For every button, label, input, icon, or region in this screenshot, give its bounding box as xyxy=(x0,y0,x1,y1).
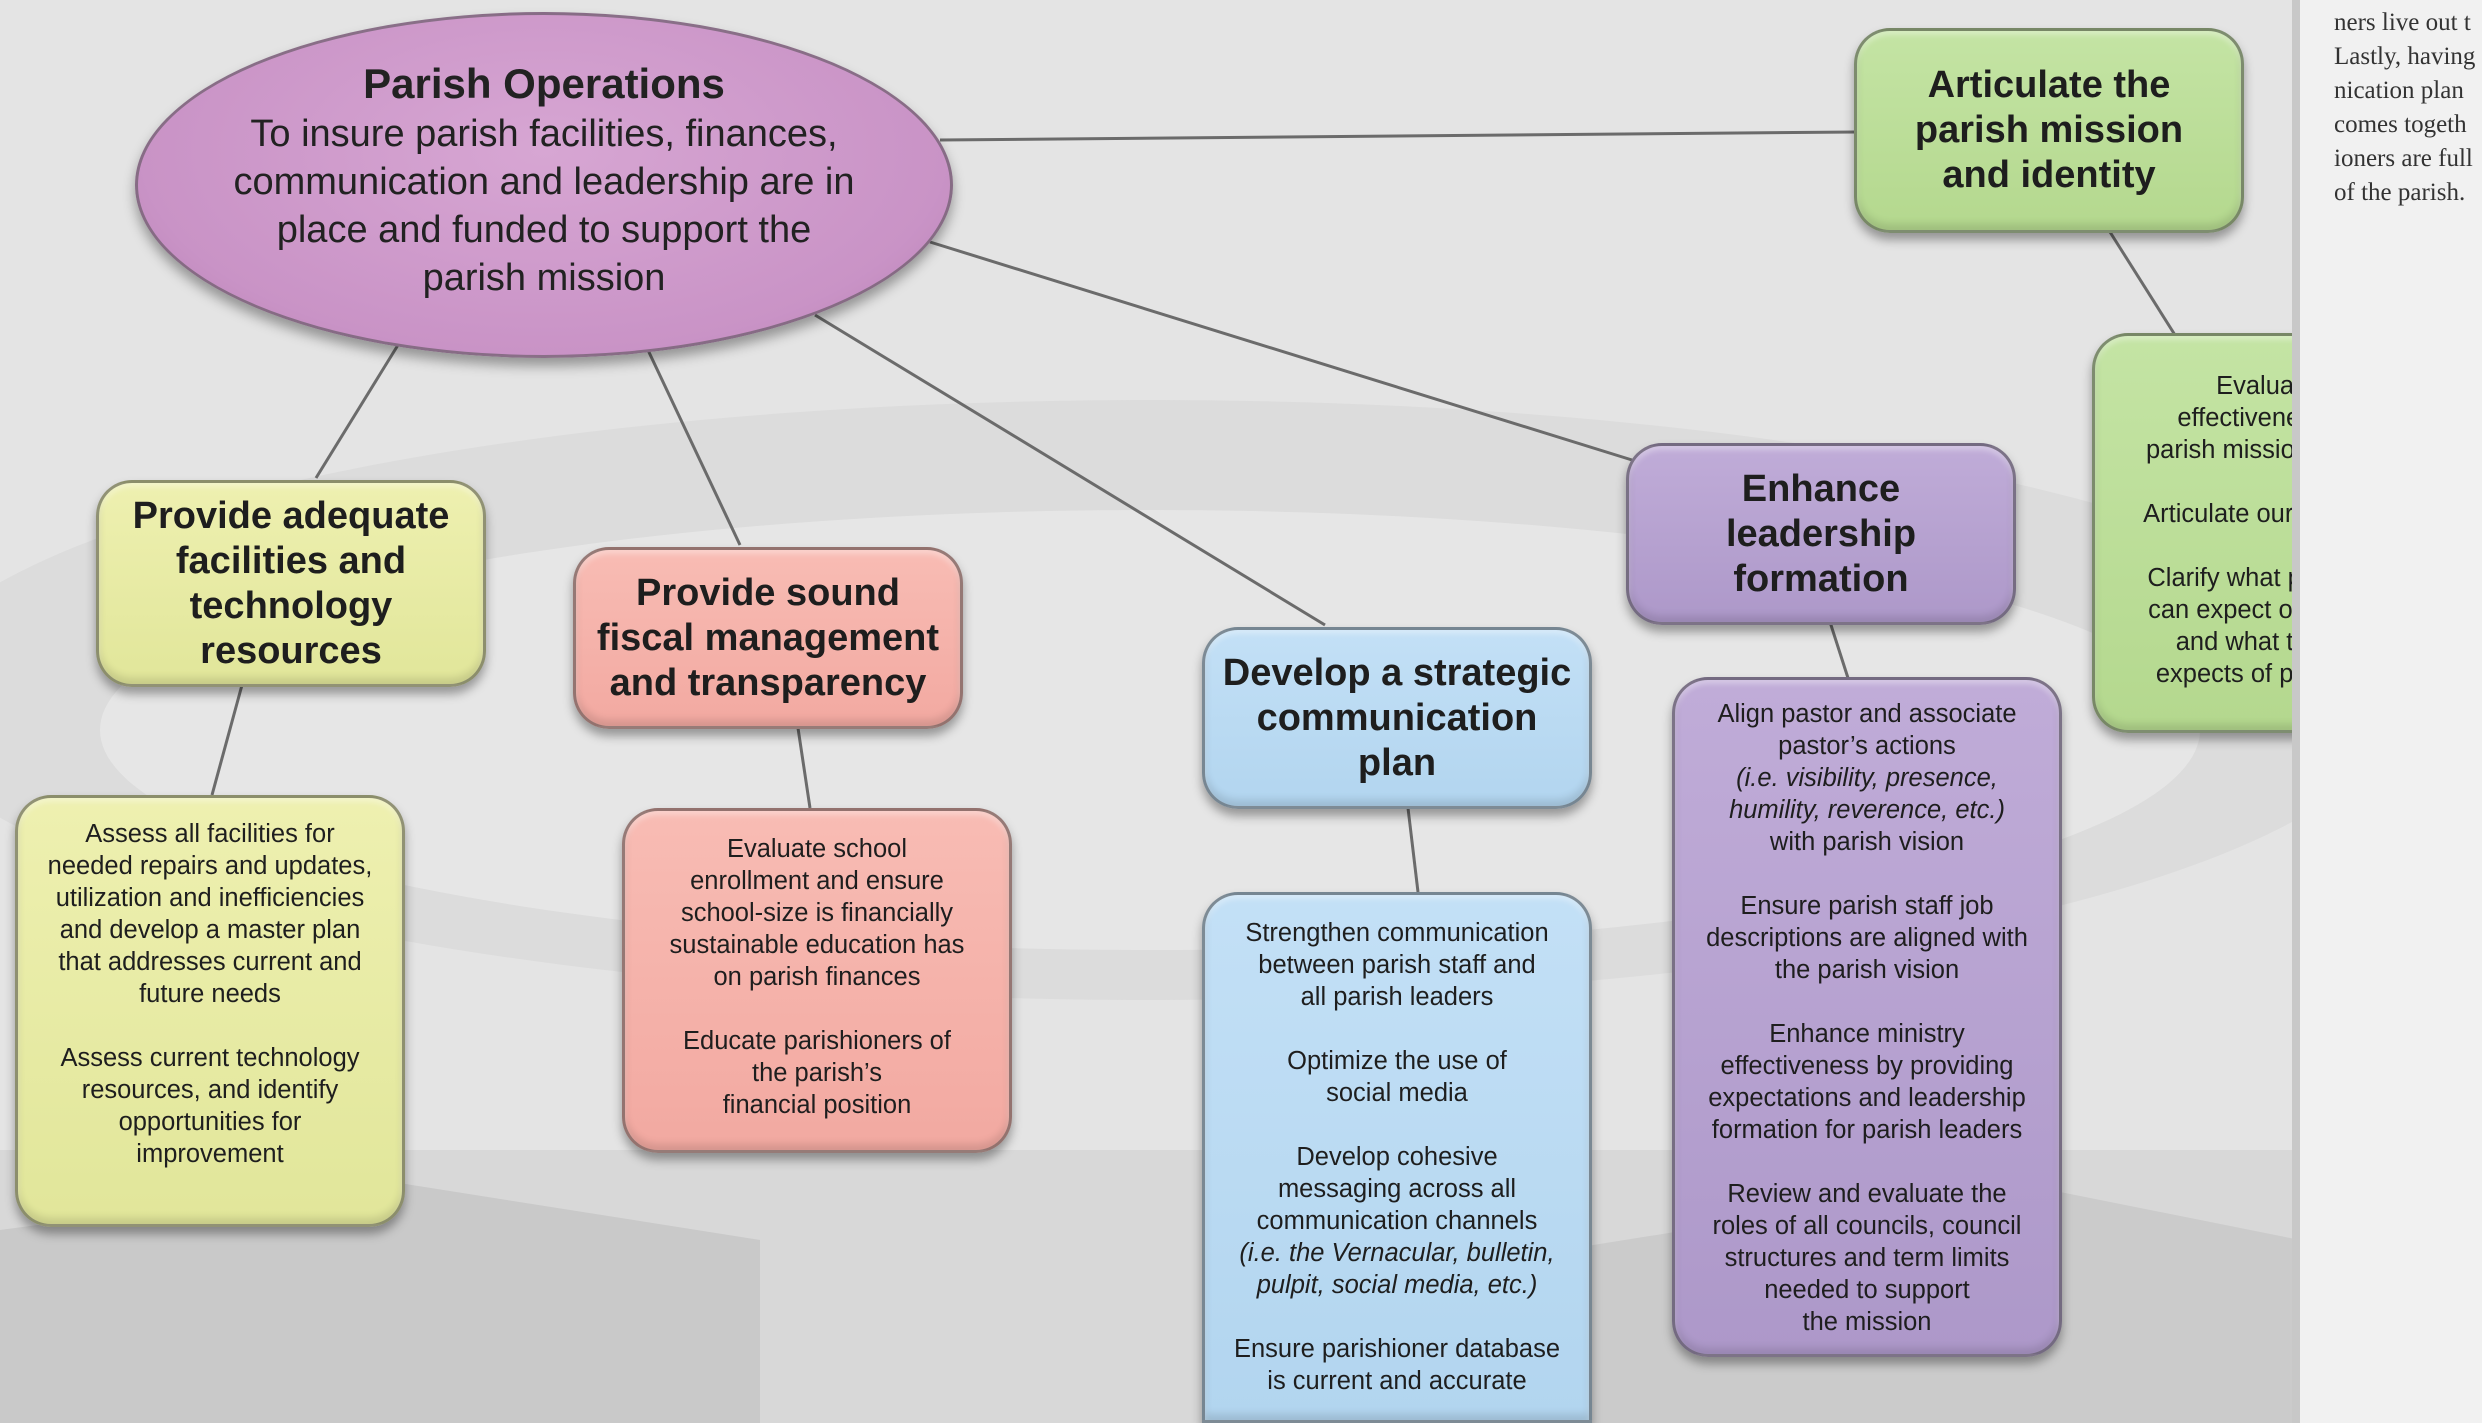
detail-text: Enhance ministry effectiveness by provid… xyxy=(1708,1020,2026,1144)
node-leadership-details: Align pastor and associate pastor’s acti… xyxy=(1672,677,2062,1357)
connector-root-mission xyxy=(939,130,1857,142)
root-node-parish-operations: Parish Operations To insure parish facil… xyxy=(135,12,953,358)
detail-text: Educate parishioners of the parish’s fin… xyxy=(683,1027,951,1119)
connector-root-facilities xyxy=(314,344,400,479)
connector-fiscal-details xyxy=(796,727,812,809)
connector-mission-details xyxy=(2108,231,2177,336)
detail-text: Optimize the use of social media xyxy=(1287,1047,1507,1107)
node-communication-details: Strengthen communication between parish … xyxy=(1202,892,1592,1423)
root-title: Parish Operations xyxy=(363,60,725,107)
detail-text: Ensure parish staff job descriptions are… xyxy=(1706,892,2028,984)
detail-text: Strengthen communication between parish … xyxy=(1245,919,1549,1011)
side-text-line: Lastly, having xyxy=(2334,43,2476,70)
detail-text: Ensure parishioner database is current a… xyxy=(1233,1335,1561,1395)
connector-leadership-details xyxy=(1828,621,1850,679)
node-facilities-technology: Provide adequate facilities and technolo… xyxy=(96,480,486,687)
detail-text: Assess current technology resources, and… xyxy=(60,1044,360,1168)
node-enhance-leadership: Enhance leadership formation xyxy=(1626,443,2016,625)
side-text-line: ners live out t xyxy=(2334,9,2471,36)
connector-root-fiscal xyxy=(645,347,742,546)
connector-communication-details xyxy=(1406,807,1420,893)
detail-text: Develop cohesive messaging across all co… xyxy=(1256,1143,1538,1235)
connector-root-communication xyxy=(814,313,1326,627)
side-text-line: comes togeth xyxy=(2334,111,2467,138)
node-articulate-mission: Articulate the parish mission and identi… xyxy=(1854,28,2244,233)
side-text-line: of the parish. xyxy=(2334,179,2466,206)
root-subtitle: To insure parish facilities, finances, c… xyxy=(233,113,855,299)
connector-facilities-details xyxy=(210,684,244,796)
node-fiscal-details: Evaluate school enrollment and ensure sc… xyxy=(622,808,1012,1153)
side-text-column: ners live out t Lastly, having nication … xyxy=(2292,0,2482,1423)
node-facilities-details: Assess all facilities for needed repairs… xyxy=(15,795,405,1227)
node-strategic-communication: Develop a strategic communication plan xyxy=(1202,627,1592,809)
detail-text-italic: (i.e. the Vernacular, bulletin, pulpit, … xyxy=(1239,1239,1555,1299)
detail-text: Align pastor and associate pastor’s acti… xyxy=(1717,700,2017,760)
detail-text: with parish vision xyxy=(1769,828,1965,856)
side-text-line: nication plan xyxy=(2334,77,2464,104)
detail-text-italic: (i.e. visibility, presence, humility, re… xyxy=(1729,764,2005,824)
detail-text: Evaluate school enrollment and ensure sc… xyxy=(669,835,965,991)
side-text-line: ioners are full xyxy=(2334,145,2473,172)
detail-text: Review and evaluate the roles of all cou… xyxy=(1712,1180,2022,1336)
connector-root-leadership xyxy=(929,240,1633,462)
node-fiscal-management: Provide sound fiscal management and tran… xyxy=(573,547,963,729)
detail-text: Assess all facilities for needed repairs… xyxy=(47,820,373,1008)
